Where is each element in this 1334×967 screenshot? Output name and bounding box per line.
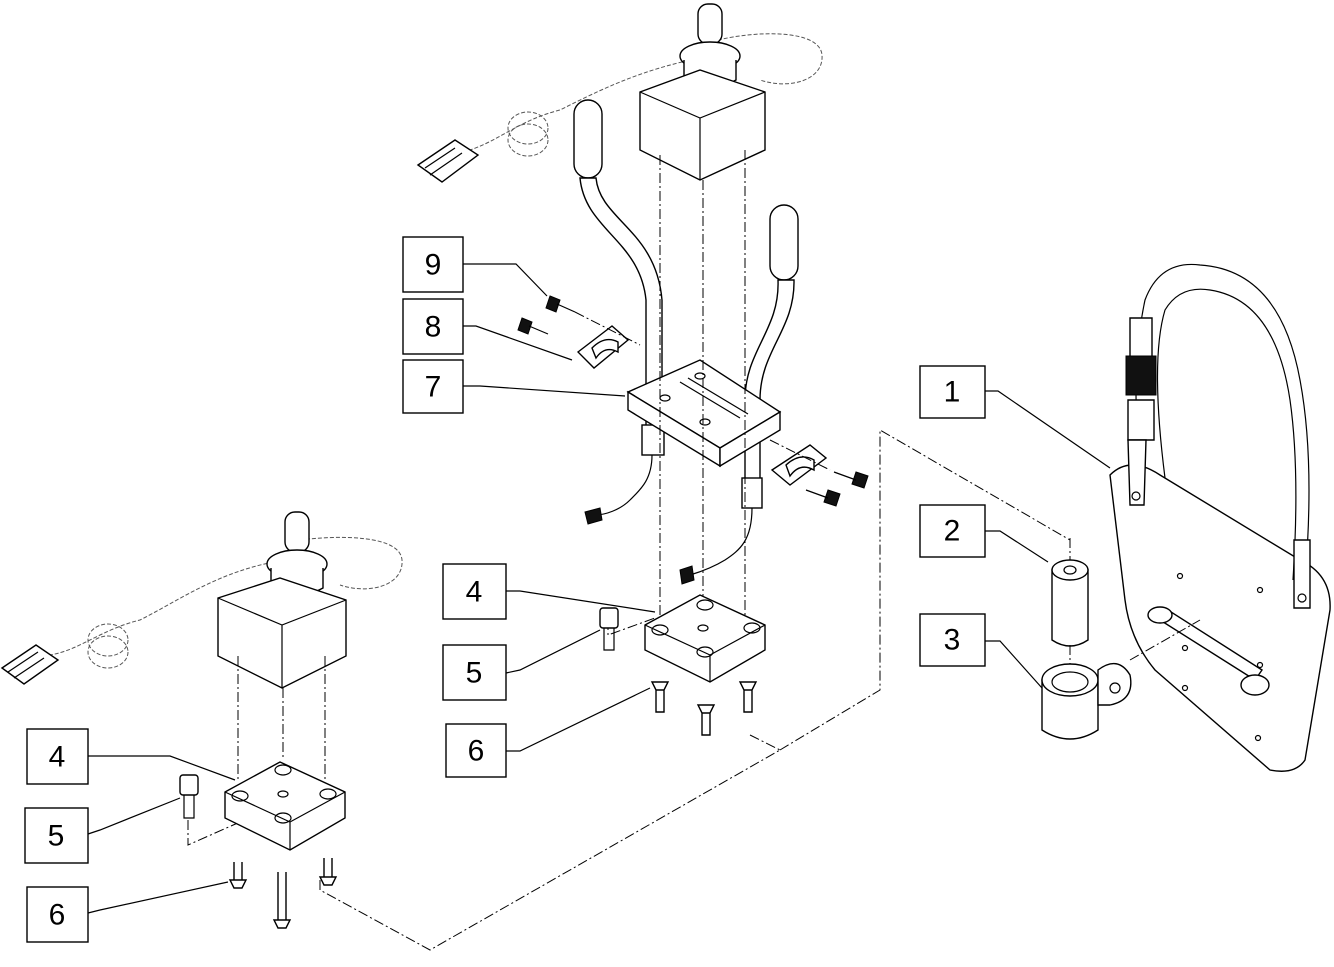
callout-9-top: 9 — [402, 236, 464, 293]
leader-lines — [87, 263, 1111, 914]
callout-number: 3 — [944, 624, 961, 657]
adapter-plate-upper — [644, 594, 766, 683]
adapter-plate-lower — [224, 761, 346, 851]
callout-2: 2 — [919, 504, 986, 558]
callout-number: 8 — [425, 311, 442, 344]
screw-upper-2 — [517, 317, 549, 335]
socket-screw-lower — [179, 774, 199, 819]
spacer-tube — [1051, 538, 1089, 670]
tube-clamp — [1041, 619, 1201, 740]
callout-6-mid: 6 — [445, 723, 507, 778]
callout-number: 5 — [48, 820, 65, 853]
callout-number: 2 — [944, 515, 961, 548]
callout-number: 1 — [944, 376, 961, 409]
gooseneck-arm-left — [573, 99, 665, 525]
alignment-lines-lower — [187, 656, 781, 951]
callout-5-mid: 5 — [442, 644, 507, 701]
callout-4-mid: 4 — [442, 563, 507, 620]
joystick-module-lower — [0, 511, 403, 689]
screw-lower-2 — [805, 489, 841, 507]
screw-upper-1 — [545, 295, 576, 313]
socket-screw-upper — [599, 607, 619, 651]
callout-number: 4 — [49, 741, 66, 774]
callout-4-left: 4 — [26, 728, 89, 785]
callout-6-left: 6 — [26, 886, 89, 943]
callout-number: 6 — [468, 735, 485, 768]
callout-3: 3 — [919, 613, 986, 667]
callout-number: 5 — [466, 657, 483, 690]
callout-7-top: 7 — [402, 359, 464, 414]
alignment-lines-upper — [574, 150, 1071, 751]
callout-8-top: 8 — [402, 298, 464, 355]
swing-away-tray — [1109, 263, 1331, 772]
clamp-half-lower — [770, 444, 828, 486]
callout-number: 9 — [425, 249, 442, 282]
clamp-half-upper — [576, 325, 630, 369]
joystick-module-upper — [416, 3, 823, 183]
flat-screws-lower — [228, 858, 338, 929]
callout-number: 4 — [466, 576, 483, 609]
callout-1: 1 — [919, 365, 986, 419]
callout-number: 6 — [49, 899, 66, 932]
screw-lower-1 — [833, 471, 869, 489]
callout-5-left: 5 — [24, 807, 89, 864]
mounting-bracket — [626, 359, 782, 468]
flat-screws-upper — [650, 681, 758, 736]
callout-number: 7 — [425, 371, 442, 404]
